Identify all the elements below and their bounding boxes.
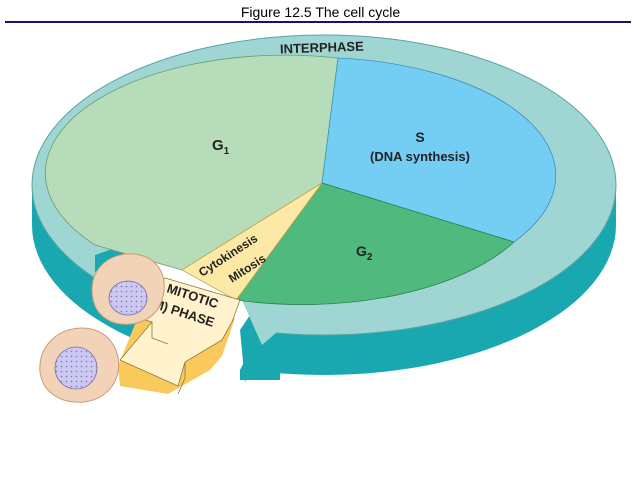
mitosis-sector	[181, 182, 323, 301]
s-label: S	[415, 129, 424, 145]
cell-upper	[91, 253, 165, 325]
title-underline	[5, 21, 631, 23]
cycle-disc	[44, 54, 557, 305]
page-title: Figure 12.5 The cell cycle	[240, 4, 401, 20]
s-detail-label: (DNA synthesis)	[370, 149, 470, 164]
g1-sector	[44, 54, 339, 271]
s-sector	[321, 57, 557, 243]
cell-lower	[39, 327, 120, 403]
g2-label: G2	[356, 243, 373, 263]
interphase-label: INTERPHASE	[280, 39, 365, 57]
g1-label: G1	[212, 137, 230, 157]
g2-sector	[235, 182, 515, 305]
